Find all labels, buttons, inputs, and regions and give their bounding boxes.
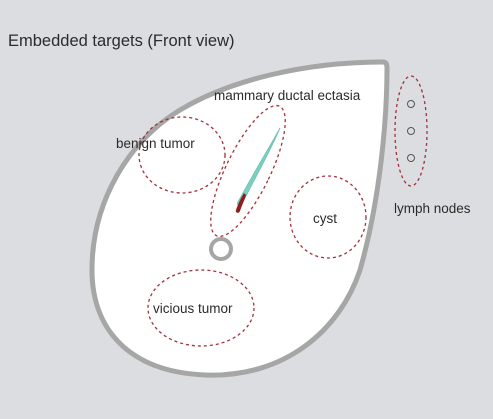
label-lymph-nodes: lymph nodes (394, 201, 471, 216)
label-vicious-tumor: vicious tumor (153, 301, 233, 316)
lymph-node-2 (407, 127, 415, 135)
benign-tumor-target (138, 116, 226, 194)
lymph-node-3 (407, 154, 415, 162)
cyst-target (289, 175, 367, 259)
ductal-ectasia-target (210, 104, 286, 238)
lymph-nodes-target (394, 75, 428, 187)
label-ductal-ectasia: mammary ductal ectasia (214, 88, 361, 103)
ductal-ectasia-lesion (235, 193, 246, 213)
lymph-node-1 (407, 100, 415, 108)
label-benign-tumor: benign tumor (116, 136, 195, 151)
nipple-marker-ring (209, 237, 233, 261)
vicious-tumor-target (147, 269, 255, 347)
diagram-title: Embedded targets (Front view) (8, 32, 235, 50)
label-cyst: cyst (313, 211, 337, 226)
phantom-outline (89, 59, 390, 378)
